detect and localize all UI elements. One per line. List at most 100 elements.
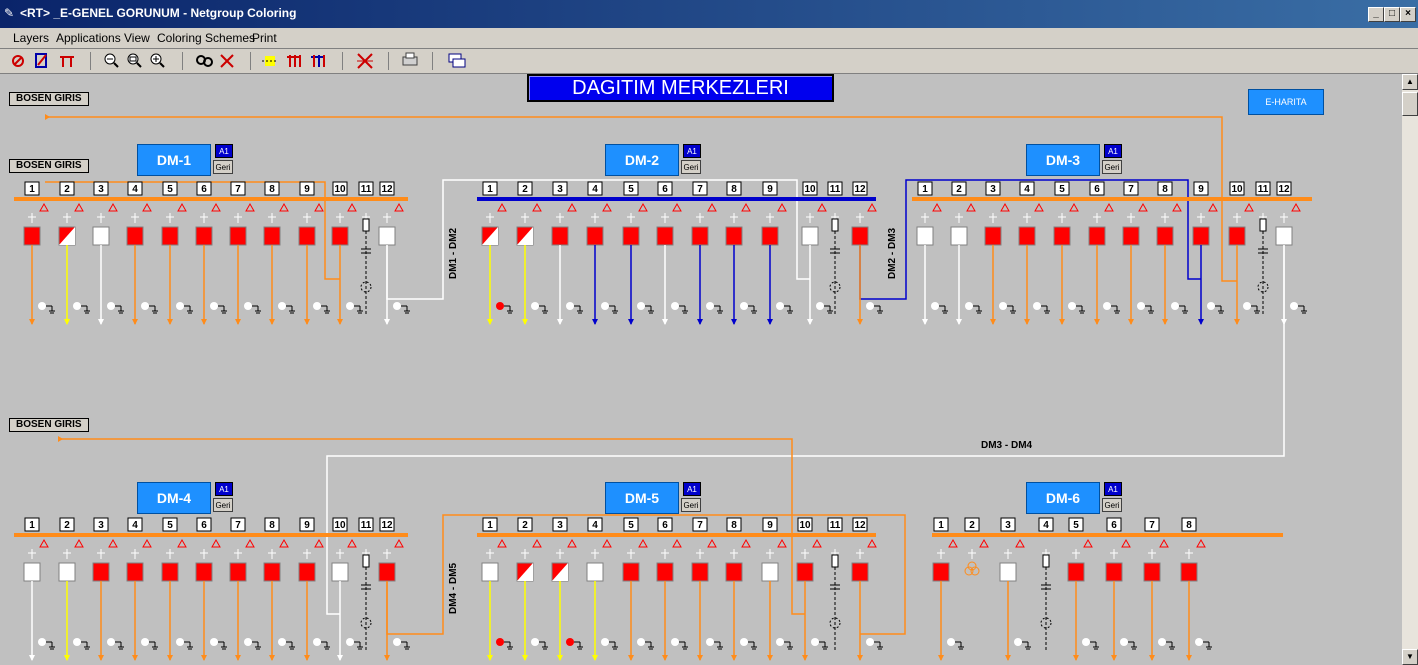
- breaker[interactable]: [126, 226, 144, 246]
- breaker[interactable]: [950, 226, 968, 246]
- breaker[interactable]: [796, 562, 814, 582]
- zoom-out-icon[interactable]: [104, 53, 119, 68]
- breaker[interactable]: [263, 226, 281, 246]
- dm-header-button[interactable]: DM-1: [137, 144, 211, 176]
- e-harita-button[interactable]: E-HARITA: [1248, 89, 1324, 115]
- breaker[interactable]: [725, 226, 743, 246]
- tower-icon[interactable]: [60, 56, 74, 67]
- a1-badge[interactable]: A1: [215, 144, 233, 158]
- restore-button[interactable]: □: [1384, 7, 1400, 22]
- geri-button[interactable]: Geri: [1102, 498, 1122, 512]
- menu-coloring-schemes[interactable]: Coloring Schemes: [157, 31, 256, 45]
- breaker[interactable]: [378, 226, 396, 246]
- breaker[interactable]: [691, 562, 709, 582]
- breaker[interactable]: [298, 562, 316, 582]
- breaker[interactable]: [1088, 226, 1106, 246]
- multi-feeder-icon[interactable]: [311, 55, 325, 67]
- breaker[interactable]: [23, 562, 41, 582]
- breaker[interactable]: [622, 226, 640, 246]
- dm-header-button[interactable]: DM-4: [137, 482, 211, 514]
- breaker[interactable]: [851, 226, 869, 246]
- breaker[interactable]: [1053, 226, 1071, 246]
- breaker[interactable]: [761, 562, 779, 582]
- breaker[interactable]: [586, 562, 604, 582]
- breaker[interactable]: [1156, 226, 1174, 246]
- minimize-button[interactable]: _: [1368, 7, 1384, 22]
- breaker[interactable]: [1228, 226, 1246, 246]
- breaker[interactable]: [195, 562, 213, 582]
- breaker[interactable]: [1067, 562, 1085, 582]
- breaker[interactable]: [378, 562, 396, 582]
- breaker[interactable]: [761, 226, 779, 246]
- breaker[interactable]: [331, 562, 349, 582]
- geri-button[interactable]: Geri: [213, 160, 233, 174]
- zoom-fit-icon[interactable]: [127, 53, 142, 68]
- geri-button[interactable]: Geri: [681, 498, 701, 512]
- dm-header-button[interactable]: DM-5: [605, 482, 679, 514]
- breaker[interactable]: [1143, 562, 1161, 582]
- scroll-thumb[interactable]: [1402, 92, 1418, 116]
- highlight-icon[interactable]: [262, 56, 278, 66]
- breaker[interactable]: [586, 226, 604, 246]
- breaker[interactable]: [481, 562, 499, 582]
- breaker[interactable]: [851, 562, 869, 582]
- clear-icon[interactable]: [220, 54, 234, 68]
- close-button[interactable]: ×: [1400, 7, 1416, 22]
- breaker[interactable]: [1105, 562, 1123, 582]
- print-icon[interactable]: [402, 52, 418, 66]
- breaker[interactable]: [1275, 226, 1293, 246]
- a1-badge[interactable]: A1: [683, 482, 701, 496]
- breaker[interactable]: [916, 226, 934, 246]
- breaker[interactable]: [1180, 562, 1198, 582]
- breaker[interactable]: [161, 226, 179, 246]
- breaker[interactable]: [801, 226, 819, 246]
- breaker[interactable]: [932, 562, 950, 582]
- menu-layers[interactable]: Layers: [13, 31, 50, 45]
- breaker[interactable]: [195, 226, 213, 246]
- dm-header-button[interactable]: DM-2: [605, 144, 679, 176]
- breaker[interactable]: [1192, 226, 1210, 246]
- breaker[interactable]: [229, 562, 247, 582]
- link-icon[interactable]: [196, 55, 213, 67]
- a1-badge[interactable]: A1: [215, 482, 233, 496]
- a1-badge[interactable]: A1: [683, 144, 701, 158]
- breaker[interactable]: [656, 226, 674, 246]
- scroll-up-arrow[interactable]: ▲: [1402, 74, 1418, 90]
- a1-badge[interactable]: A1: [1104, 482, 1122, 496]
- breaker[interactable]: [999, 562, 1017, 582]
- geri-button[interactable]: Geri: [1102, 160, 1122, 174]
- breaker[interactable]: [263, 562, 281, 582]
- window-icon[interactable]: [448, 53, 466, 68]
- breaker[interactable]: [622, 562, 640, 582]
- breaker[interactable]: [1018, 226, 1036, 246]
- cross-icon[interactable]: [357, 53, 373, 69]
- breaker[interactable]: [161, 562, 179, 582]
- breaker[interactable]: [1122, 226, 1140, 246]
- breaker[interactable]: [551, 226, 569, 246]
- breaker[interactable]: [984, 226, 1002, 246]
- breaker[interactable]: [725, 562, 743, 582]
- dm-header-button[interactable]: DM-3: [1026, 144, 1100, 176]
- scroll-down-arrow[interactable]: ▼: [1402, 649, 1418, 665]
- dm-header-button[interactable]: DM-6: [1026, 482, 1100, 514]
- breaker[interactable]: [23, 226, 41, 246]
- breaker[interactable]: [58, 562, 76, 582]
- breaker[interactable]: [92, 562, 110, 582]
- a1-badge[interactable]: A1: [1104, 144, 1122, 158]
- menu-print[interactable]: Print: [252, 31, 277, 45]
- breaker[interactable]: [229, 226, 247, 246]
- layer-icon[interactable]: [12, 55, 24, 67]
- breaker[interactable]: [656, 562, 674, 582]
- breaker[interactable]: [691, 226, 709, 246]
- breaker[interactable]: [331, 226, 349, 246]
- zoom-in-icon[interactable]: [150, 53, 165, 68]
- breaker[interactable]: [126, 562, 144, 582]
- breaker[interactable]: [298, 226, 316, 246]
- menu-view[interactable]: View: [124, 31, 150, 45]
- db-icon[interactable]: [35, 53, 47, 68]
- breaker[interactable]: [92, 226, 110, 246]
- feeder-icon[interactable]: [287, 55, 301, 67]
- vertical-scrollbar[interactable]: ▲ ▼: [1402, 74, 1418, 665]
- geri-button[interactable]: Geri: [213, 498, 233, 512]
- geri-button[interactable]: Geri: [681, 160, 701, 174]
